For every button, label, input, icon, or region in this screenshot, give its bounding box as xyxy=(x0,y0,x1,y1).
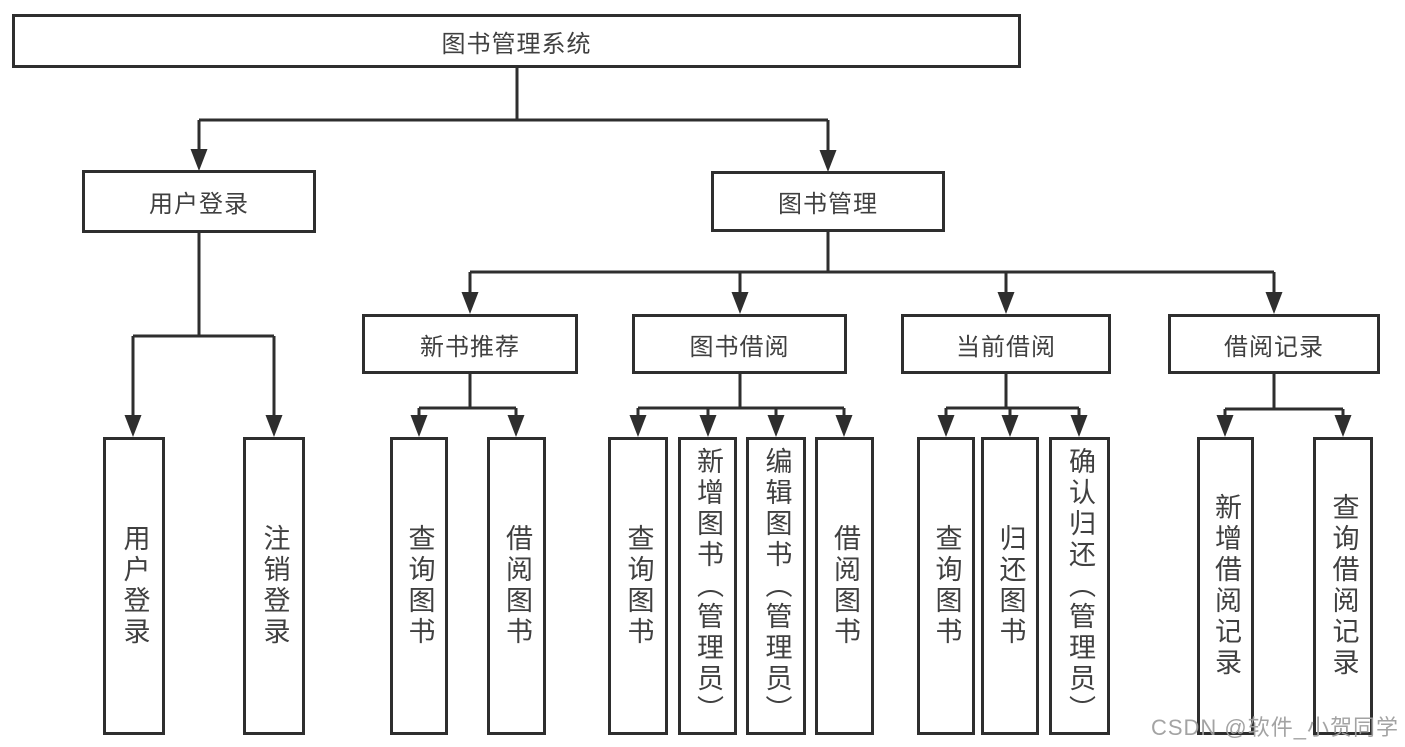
arrow-icon xyxy=(410,415,428,437)
node-user-login-label: 用户登录 xyxy=(149,191,249,218)
leaf-cb-return-books: 归还图书 xyxy=(981,437,1039,735)
leaf-nb-query-books: 查询图书 xyxy=(390,437,448,735)
leaf-cb-query-books: 查询图书 xyxy=(917,437,975,735)
node-user-login: 用户登录 xyxy=(82,170,316,233)
arrow-icon xyxy=(265,415,283,437)
leaf-cb-confirm-return-admin-label: 确认归还（管理员） xyxy=(1065,446,1095,726)
leaf-user-login-label: 用户登录 xyxy=(119,524,150,648)
leaf-bb-query-books-label: 查询图书 xyxy=(623,524,654,648)
node-book-borrowing-label: 图书借阅 xyxy=(689,333,790,361)
node-new-book-recommend: 新书推荐 xyxy=(362,314,578,374)
arrow-icon xyxy=(1334,415,1352,437)
node-book-management: 图书管理 xyxy=(711,171,945,232)
node-book-management-label: 图书管理 xyxy=(778,191,878,218)
leaf-cb-query-books-label: 查询图书 xyxy=(931,524,962,648)
leaf-bb-borrow-books: 借阅图书 xyxy=(815,437,874,735)
node-root: 图书管理系统 xyxy=(12,14,1021,68)
leaf-nb-query-books-label: 查询图书 xyxy=(404,524,435,648)
node-book-borrowing: 图书借阅 xyxy=(632,314,847,374)
node-borrow-records-label: 借阅记录 xyxy=(1224,333,1324,361)
node-borrow-records: 借阅记录 xyxy=(1168,314,1380,374)
arrow-icon xyxy=(1265,292,1283,314)
arrow-icon xyxy=(997,292,1015,314)
leaf-user-login: 用户登录 xyxy=(103,437,165,735)
leaf-bb-borrow-books-label: 借阅图书 xyxy=(830,524,860,648)
arrow-icon xyxy=(835,415,853,437)
node-new-book-recommend-label: 新书推荐 xyxy=(420,333,520,361)
arrow-icon xyxy=(190,149,208,171)
leaf-br-add-record-label: 新增借阅记录 xyxy=(1211,493,1241,679)
leaf-cb-confirm-return-admin: 确认归还（管理员） xyxy=(1049,437,1110,735)
arrow-icon xyxy=(1070,415,1088,437)
leaf-logout: 注销登录 xyxy=(243,437,305,735)
node-current-borrowing: 当前借阅 xyxy=(901,314,1111,374)
arrow-icon xyxy=(124,415,142,437)
watermark: CSDN @软件_小贺同学 xyxy=(1150,715,1399,740)
leaf-bb-edit-books-admin-label: 编辑图书（管理员） xyxy=(761,446,792,726)
leaf-br-query-record-label: 查询借阅记录 xyxy=(1328,493,1359,679)
leaf-logout-label: 注销登录 xyxy=(259,524,290,648)
arrow-icon xyxy=(1216,415,1234,437)
leaf-cb-return-books-label: 归还图书 xyxy=(995,524,1026,648)
arrow-icon xyxy=(461,292,479,314)
arrow-icon xyxy=(507,415,525,437)
node-current-borrowing-label: 当前借阅 xyxy=(956,333,1056,361)
node-root-label: 图书管理系统 xyxy=(441,30,592,58)
arrow-icon xyxy=(731,292,749,314)
leaf-br-query-record: 查询借阅记录 xyxy=(1313,437,1373,735)
arrow-icon xyxy=(1001,415,1019,437)
arrowheads xyxy=(124,149,1352,437)
leaf-bb-add-books-admin: 新增图书（管理员） xyxy=(678,437,737,735)
arrow-icon xyxy=(937,415,955,437)
arrow-icon xyxy=(767,415,785,437)
leaf-bb-query-books: 查询图书 xyxy=(608,437,668,735)
leaf-bb-add-books-admin-label: 新增图书（管理员） xyxy=(693,446,723,726)
leaf-nb-borrow-books: 借阅图书 xyxy=(487,437,546,735)
leaf-br-add-record: 新增借阅记录 xyxy=(1197,437,1254,735)
leaf-nb-borrow-books-label: 借阅图书 xyxy=(502,524,532,648)
leaf-bb-edit-books-admin: 编辑图书（管理员） xyxy=(746,437,806,735)
tree-edges xyxy=(131,68,1345,420)
arrow-icon xyxy=(629,415,647,437)
arrow-icon xyxy=(699,415,717,437)
arrow-icon xyxy=(819,150,837,172)
